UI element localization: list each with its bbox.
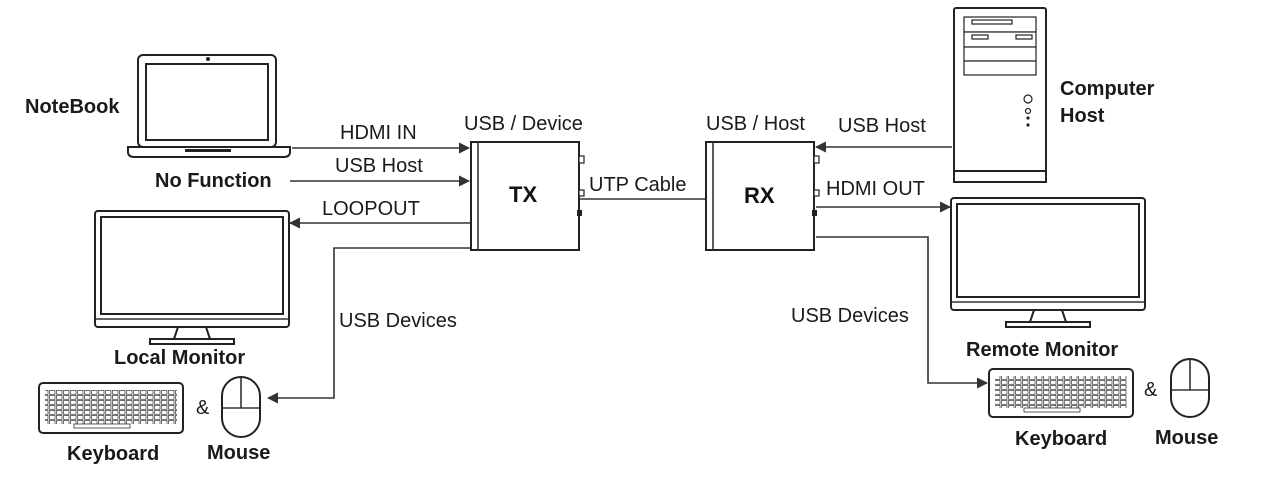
usb-device-label: USB / Device xyxy=(464,113,583,135)
usb-devices-left-line xyxy=(266,247,471,404)
remote-monitor-icon xyxy=(950,197,1146,328)
loopout-label: LOOPOUT xyxy=(322,198,420,220)
keyboard-label-right: Keyboard xyxy=(1015,428,1107,450)
mouse-icon xyxy=(1170,358,1210,418)
utp-cable-label: UTP Cable xyxy=(589,174,686,196)
ampersand-left: & xyxy=(196,397,210,419)
remote-monitor-label: Remote Monitor xyxy=(966,339,1118,361)
usb-devices-right-label: USB Devices xyxy=(791,305,909,327)
usb-host-rx-label: USB / Host xyxy=(706,113,805,135)
keyboard-icon xyxy=(988,368,1134,418)
ampersand-right: & xyxy=(1144,379,1158,401)
usb-host-left-label: USB Host xyxy=(335,155,423,177)
monitor-icon xyxy=(94,210,290,345)
usb-devices-left-label: USB Devices xyxy=(339,310,457,332)
hdmi-out-label: HDMI OUT xyxy=(826,178,925,200)
computer-host-label-line2: Host xyxy=(1060,105,1105,127)
mouse-icon xyxy=(221,376,261,438)
laptop-icon xyxy=(127,54,291,158)
usb-devices-right-line xyxy=(816,236,989,389)
mouse-label-left: Mouse xyxy=(207,442,270,464)
computer-host-label-line1: Computer xyxy=(1060,78,1155,100)
tx-extender-box xyxy=(470,141,585,251)
tower-pc-icon xyxy=(953,7,1047,183)
rx-extender-box xyxy=(705,141,820,251)
usb-host-right-label: USB Host xyxy=(838,115,926,137)
keyboard-icon xyxy=(38,382,184,434)
no-function-label: No Function xyxy=(155,170,272,192)
local-monitor-label: Local Monitor xyxy=(114,347,245,369)
mouse-label-right: Mouse xyxy=(1155,427,1218,449)
notebook-label: NoteBook xyxy=(25,96,120,118)
hdmi-in-label: HDMI IN xyxy=(340,122,417,144)
keyboard-label-left: Keyboard xyxy=(67,443,159,465)
rx-label: RX xyxy=(744,183,775,208)
tx-label: TX xyxy=(509,182,537,207)
